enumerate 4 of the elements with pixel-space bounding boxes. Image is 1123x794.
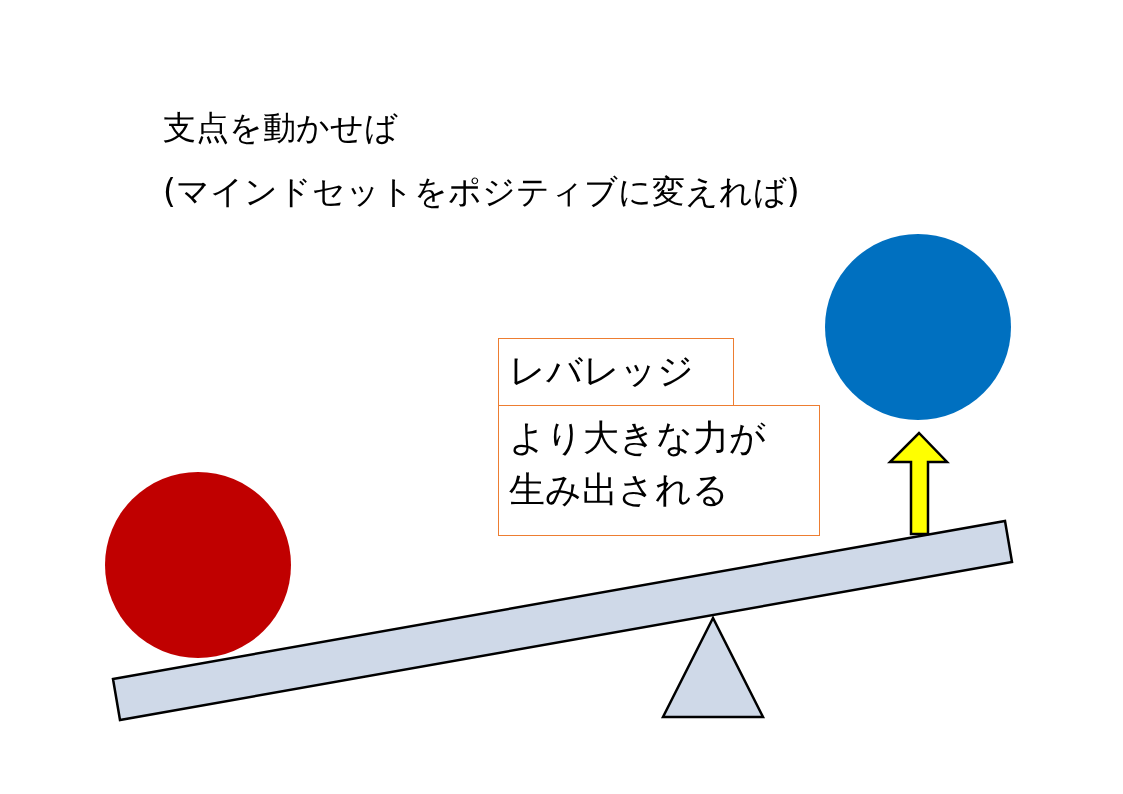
heading-text: (マインドセットをポジティブに変えれば)	[163, 172, 800, 212]
text-box: より大きな力が生み出される	[498, 405, 820, 536]
heading-text: 支点を動かせば	[163, 108, 398, 148]
term-box: レバレッジ	[498, 338, 734, 406]
